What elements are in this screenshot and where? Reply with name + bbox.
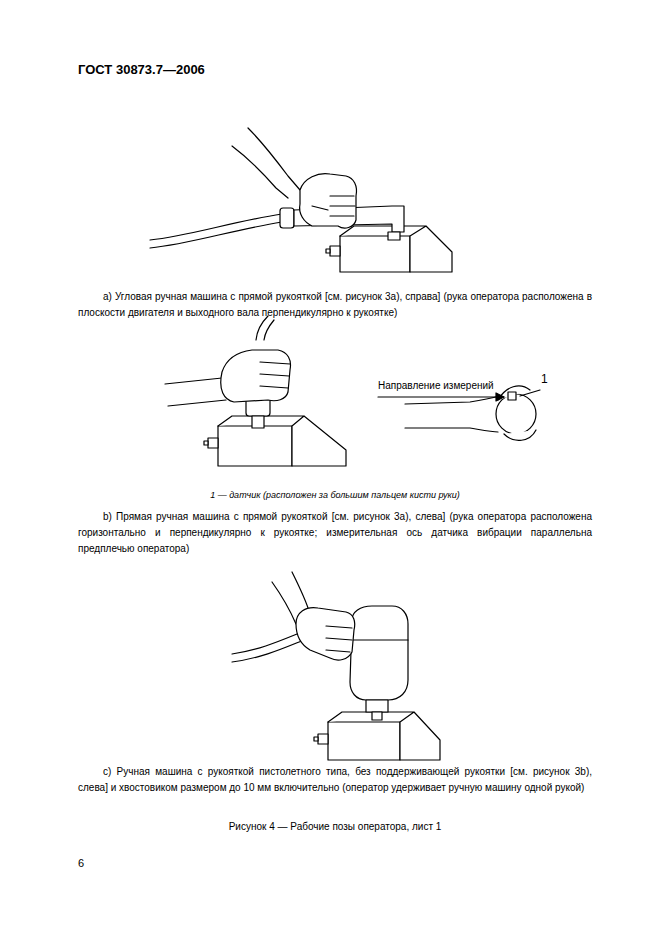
line-art — [378, 396, 504, 397]
line-art — [264, 320, 274, 340]
line-art — [150, 222, 282, 248]
hand-sketch — [405, 386, 536, 440]
line-art — [328, 712, 440, 760]
line-art — [372, 712, 382, 720]
workpiece-block — [204, 416, 346, 466]
angle-grinder — [150, 206, 404, 248]
callout-number: 1 — [541, 371, 548, 387]
line-art — [232, 632, 302, 654]
line-art — [296, 608, 355, 660]
pistol-tool — [232, 606, 408, 720]
line-art — [218, 426, 292, 466]
line-art — [232, 146, 288, 198]
line-art — [168, 400, 226, 406]
line-art — [326, 626, 352, 652]
line-art — [232, 640, 304, 662]
operator-hand — [165, 350, 291, 406]
line-art — [300, 174, 357, 228]
figure-caption: с) Ручная машина с рукояткой пистолетног… — [78, 764, 592, 796]
line-art — [405, 428, 498, 432]
line-art — [280, 208, 294, 228]
line-art — [256, 316, 268, 340]
line-art — [272, 582, 296, 624]
line-art — [292, 572, 310, 614]
line-art — [388, 232, 400, 240]
line-art — [340, 236, 410, 272]
workpiece-block — [314, 712, 440, 760]
operator-hand — [232, 128, 357, 228]
line-art — [252, 416, 264, 428]
line-art — [218, 416, 346, 466]
figure-caption: а) Угловая ручная машина с прямой рукоят… — [78, 289, 592, 321]
line-art — [350, 606, 408, 700]
operator-hand — [272, 572, 355, 660]
line-art — [260, 362, 290, 388]
line-art — [208, 438, 218, 448]
line-art — [496, 393, 504, 401]
direction-label: Направление измерений — [378, 378, 494, 394]
line-art — [352, 639, 408, 640]
figure-title: Рисунок 4 — Рабочие позы оператора, лист… — [78, 819, 592, 835]
line-art — [312, 196, 355, 216]
line-art — [330, 246, 340, 256]
line-art — [221, 350, 291, 402]
figure-caption: b) Прямая ручная машина с прямой рукоятк… — [78, 509, 592, 557]
line-art — [165, 378, 222, 384]
line-art — [248, 128, 312, 190]
line-art — [318, 734, 328, 744]
page-number: 6 — [78, 855, 84, 871]
line-art — [328, 722, 400, 760]
line-art — [498, 386, 536, 440]
line-art — [366, 700, 388, 712]
line-art — [508, 392, 516, 400]
workpiece-block — [326, 226, 452, 272]
line-art — [204, 441, 208, 445]
measurement-arrow — [378, 390, 540, 401]
legend-note: 1 — датчик (расположен за большим пальце… — [78, 487, 592, 503]
line-art — [520, 390, 540, 396]
line-art — [326, 249, 330, 253]
line-art — [340, 226, 452, 272]
document-header: ГОСТ 30873.7—2006 — [78, 62, 205, 78]
line-art — [314, 737, 318, 741]
